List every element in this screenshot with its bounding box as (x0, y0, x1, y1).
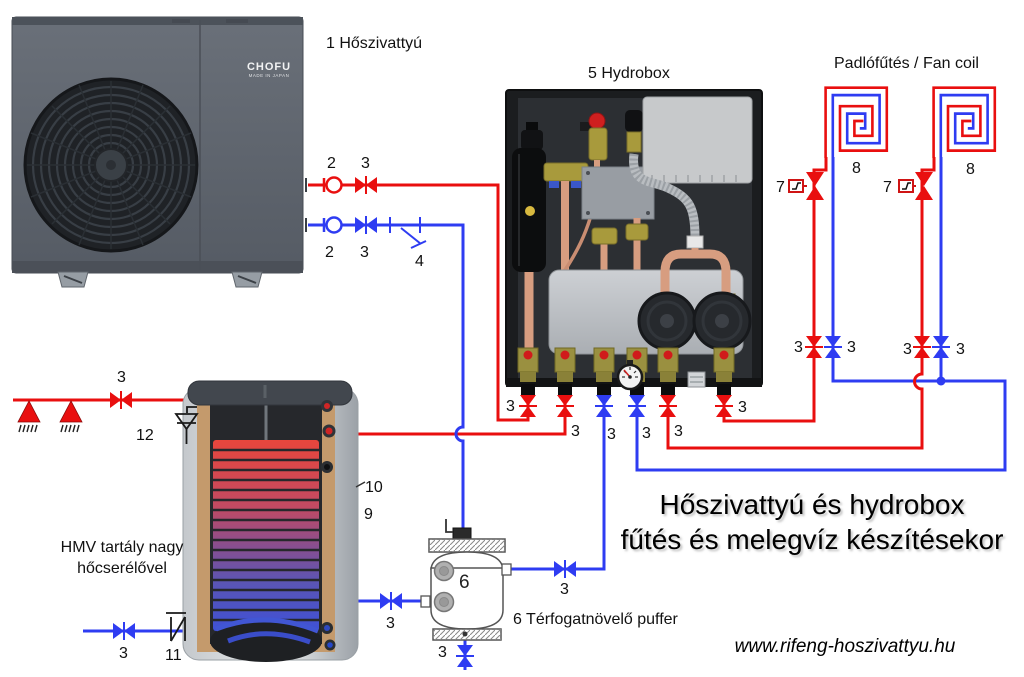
number-label: 10 (365, 479, 383, 496)
dhw-tank (182, 380, 366, 662)
hydrobox-caption: 5 Hydrobox (588, 65, 670, 82)
union-icon (322, 176, 343, 194)
fan-icon (23, 77, 199, 253)
number-label: 3 (361, 155, 370, 172)
control-box (642, 96, 753, 184)
number-label: 3 (903, 341, 912, 358)
number-label: 11 (165, 647, 182, 664)
number-label: 3 (956, 341, 965, 358)
union-icon (322, 216, 343, 234)
number-label: 3 (119, 645, 128, 662)
number-label: 4 (415, 253, 424, 270)
heat-pump-caption: 1 Hőszivattyú (326, 35, 423, 52)
number-label: 3 (794, 339, 803, 356)
shutoff-valve-icon (519, 395, 537, 417)
number-label: 7 (776, 179, 785, 196)
shutoff-valve-icon (913, 336, 931, 358)
number-label: 3 (117, 369, 126, 386)
shutoff-valve-icon (113, 622, 135, 640)
circulation-pump-icon (637, 291, 697, 351)
shutoff-valve-icon (554, 560, 576, 578)
buffer-caption: 6 Térfogatnövelő puffer (513, 611, 678, 628)
number-label: 3 (607, 426, 616, 443)
red-supply-pipes-over (666, 157, 936, 450)
floor-coil-right (932, 86, 997, 159)
website-url: www.rifeng-hoszivattyu.hu (734, 636, 956, 657)
tundish-icon (174, 406, 199, 444)
shutoff-valve-icon (595, 395, 613, 417)
number-label: 3 (438, 644, 447, 661)
shutoff-valve-icon (355, 176, 377, 194)
heat-pump-unit (11, 16, 307, 288)
number-label: 3 (360, 244, 369, 261)
number-label: 3 (674, 423, 683, 440)
number-label: 2 (325, 244, 334, 261)
shutoff-valve-icon (380, 592, 402, 610)
number-label: 7 (883, 179, 892, 196)
tank-ports (321, 400, 336, 651)
pressure-gauge-icon (616, 360, 644, 391)
strainer-icon (389, 217, 427, 249)
number-label: 3 (386, 615, 395, 632)
tank-caption: HMV tartály nagy hőcserélővel (60, 539, 184, 577)
zone-valve-icon (806, 172, 824, 200)
number-label: 3 (847, 339, 856, 356)
number-label: 8 (852, 160, 861, 177)
buffer-number-label: 6 (459, 572, 470, 593)
pipe-port3-buffer (508, 392, 606, 571)
number-label: 9 (364, 506, 373, 523)
pipe-port5-right-coil (666, 157, 936, 450)
shutoff-valve-icon (556, 395, 574, 417)
pipe-hp-return (308, 223, 465, 529)
shutoff-valve-icon (715, 395, 733, 417)
shutoff-valve-icon (456, 645, 474, 667)
actuator-icon (788, 179, 807, 193)
shutoff-valve-icon (805, 336, 823, 358)
bottom-valve-row (517, 347, 735, 395)
number-label: 3 (642, 425, 651, 442)
hydrobox-unit (505, 89, 763, 395)
actuator-icon (898, 179, 916, 193)
circulation-pump-icon (692, 291, 752, 351)
number-label: 3 (506, 398, 515, 415)
shutoff-valve-icon (824, 336, 842, 358)
shutoff-valve-icon (110, 391, 132, 409)
check-valve-icon (166, 612, 186, 642)
number-label: 12 (136, 427, 154, 444)
zone-valve-icon (915, 172, 933, 200)
buffer-tank (420, 519, 512, 641)
diagram-title: Hőszivattyú és hydrobox fűtés és melegví… (620, 489, 1004, 555)
shutoff-valve-icon (628, 395, 646, 417)
number-label: 3 (560, 581, 569, 598)
number-label: 3 (738, 399, 747, 416)
brand-logo: CHOFU MADE IN JAPAN (246, 61, 292, 79)
number-label: 8 (966, 161, 975, 178)
heat-pump-feet (57, 271, 263, 288)
pipe-junction-dot (936, 376, 946, 386)
shutoff-valve-icon (355, 216, 377, 234)
tap-icon (17, 400, 83, 433)
number-label: 3 (571, 423, 580, 440)
air-separator (512, 122, 546, 350)
shutoff-valve-icon (932, 336, 950, 358)
flex-hose (629, 153, 704, 249)
floor-coil-left (824, 86, 889, 159)
shutoff-valve-icon (659, 395, 677, 417)
floor-heating-caption: Padlófűtés / Fan coil (834, 55, 979, 72)
number-label: 2 (327, 155, 336, 172)
